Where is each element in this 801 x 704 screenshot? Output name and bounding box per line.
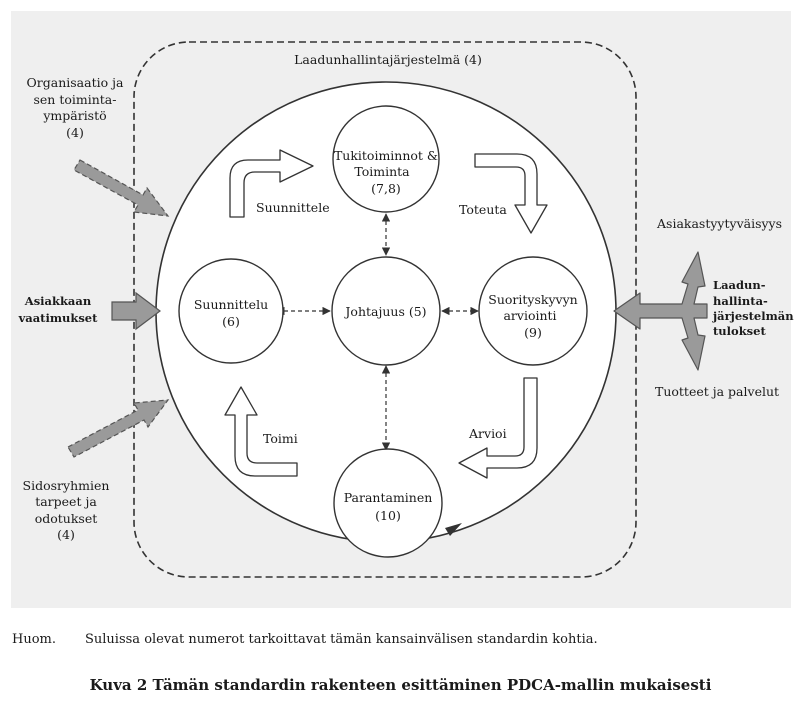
results-line-1: Laadun- bbox=[713, 278, 766, 292]
act-arrow-icon bbox=[224, 386, 298, 477]
results-label: Laadun- hallinta- järjestelmän tulokset bbox=[712, 278, 794, 338]
organization-arrow-icon bbox=[73, 159, 170, 217]
results-line-2: hallinta- bbox=[713, 294, 768, 308]
do-label: Toteuta bbox=[459, 202, 507, 217]
results-arrow-icon bbox=[613, 251, 708, 371]
act-label: Toimi bbox=[263, 431, 298, 446]
node-support-line-1: Tukitoiminnot & bbox=[334, 148, 438, 163]
node-support-line-3: (7,8) bbox=[371, 181, 401, 196]
node-leadership: Johtajuus (5) bbox=[331, 256, 441, 366]
node-improvement: Parantaminen (10) bbox=[333, 448, 443, 558]
customer-requirements-label: Asiakkaan vaatimukset bbox=[18, 294, 99, 325]
check-arrow-icon bbox=[458, 377, 538, 479]
node-evaluation-line-3: (9) bbox=[524, 325, 542, 340]
check-label: Arvioi bbox=[468, 426, 507, 441]
satisfaction-label: Asiakastyytyväisyys bbox=[656, 216, 782, 231]
node-evaluation-line-1: Suorityskyvyn bbox=[488, 292, 577, 307]
system-label: Laadunhallintajärjestelmä (4) bbox=[294, 52, 482, 67]
stakeholders-line-1: Sidosryhmien bbox=[23, 478, 110, 493]
node-support: Tukitoiminnot & Toiminta (7,8) bbox=[332, 105, 440, 213]
stakeholders-line-4: (4) bbox=[57, 527, 75, 542]
node-planning-line-1: Suunnittelu bbox=[194, 297, 268, 312]
node-evaluation: Suorityskyvyn arviointi (9) bbox=[478, 256, 588, 366]
figure-caption: Kuva 2 Tämän standardin rakenteen esittä… bbox=[89, 676, 712, 694]
customer-arrow-icon bbox=[111, 291, 161, 331]
node-leadership-label: Johtajuus (5) bbox=[343, 304, 426, 319]
node-support-line-2: Toiminta bbox=[354, 164, 410, 179]
organization-label: Organisaatio ja sen toiminta- ympäristö … bbox=[27, 75, 124, 140]
customer-line-1: Asiakkaan bbox=[24, 294, 92, 308]
do-arrow-icon bbox=[474, 153, 548, 234]
stakeholders-line-3: odotukset bbox=[35, 511, 98, 526]
organization-line-4: (4) bbox=[66, 125, 84, 140]
node-improvement-line-1: Parantaminen bbox=[344, 490, 433, 505]
plan-label: Suunnittele bbox=[256, 200, 330, 215]
products-label: Tuotteet ja palvelut bbox=[655, 384, 779, 399]
cycle-arrow-tip bbox=[445, 523, 462, 536]
node-planning: Suunnittelu (6) bbox=[178, 258, 284, 364]
stakeholders-label: Sidosryhmien tarpeet ja odotukset (4) bbox=[23, 478, 110, 542]
note-text: Suluissa olevat numerot tarkoittavat täm… bbox=[85, 632, 598, 647]
results-line-3: järjestelmän bbox=[712, 309, 794, 323]
customer-line-2: vaatimukset bbox=[18, 311, 99, 325]
organization-line-2: sen toiminta- bbox=[34, 92, 117, 107]
note-label: Huom. bbox=[12, 632, 56, 647]
results-line-4: tulokset bbox=[713, 324, 766, 338]
node-planning-line-2: (6) bbox=[222, 314, 240, 329]
stakeholder-arrow-icon bbox=[67, 399, 170, 458]
node-evaluation-line-2: arviointi bbox=[503, 308, 556, 323]
organization-line-3: ympäristö bbox=[42, 108, 106, 123]
stakeholders-line-2: tarpeet ja bbox=[35, 494, 97, 509]
node-improvement-line-2: (10) bbox=[375, 508, 401, 523]
organization-line-1: Organisaatio ja bbox=[27, 75, 124, 90]
plan-arrow-icon bbox=[229, 149, 314, 218]
